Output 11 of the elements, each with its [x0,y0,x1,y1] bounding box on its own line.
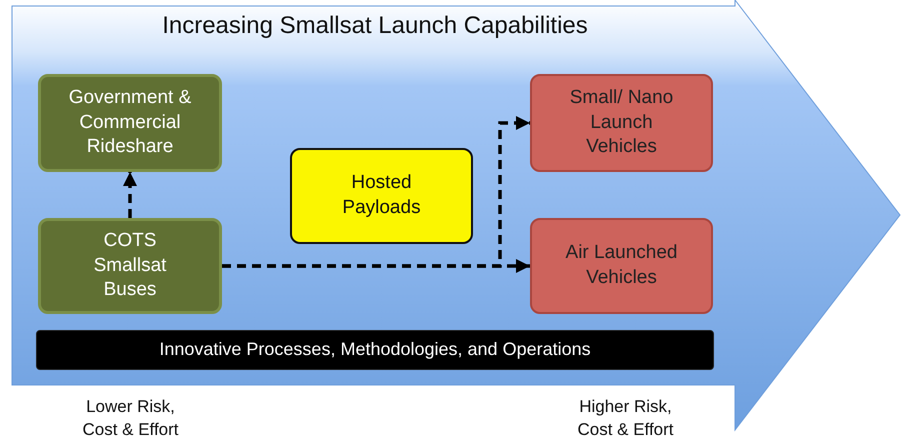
launch-vehicle-box: Small/ Nano Launch Vehicles [530,74,713,172]
process-bar: Innovative Processes, Methodologies, and Operations [36,330,714,370]
dashed-arrow [222,116,530,268]
bus-box: COTS Smallsat Buses [38,218,222,314]
risk-note: Higher Risk, Cost & Effort [576,396,675,441]
payload-box: Hosted Payloads [290,148,473,244]
risk-note: Lower Risk, Cost & Effort [81,396,180,441]
dashed-arrow [123,172,137,218]
rideshare-box: Government & Commercial Rideshare [38,74,222,172]
arrow-heading: Increasing Smallsat Launch Capabilities [161,12,589,40]
launch-vehicle-box: Air Launched Vehicles [530,218,713,314]
